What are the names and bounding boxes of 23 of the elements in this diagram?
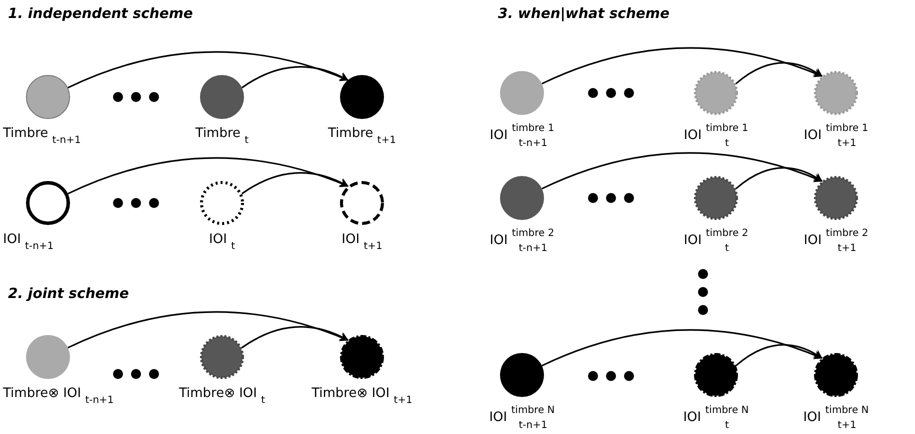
curved-arrow [242,66,349,88]
curved-arrow [735,167,823,190]
curved-arrow [242,326,349,348]
node-label: Timbre⊗ IOI $_{t+1}$ [310,387,414,406]
curved-arrow [542,47,823,84]
node-label: IOI $_{t-n+1}$ [3,233,55,252]
section-heading: 1. independent scheme [8,6,193,22]
curved-arrow [735,344,823,366]
section-heading: 2. joint scheme [8,286,129,302]
curved-arrow [68,157,349,194]
section-heading: 3. when|what scheme [498,6,670,22]
curved-arrow [735,62,823,84]
curved-arrow [542,329,823,366]
node-label: IOI $_{t+1}$ [340,233,384,252]
node-label: Timbre $_{t}$ [194,127,250,146]
node-label: Timbre $_{t+1}$ [327,127,397,146]
node-label: Timbre⊗ IOI $_{t}$ [178,387,266,406]
curved-arrow [68,311,349,348]
curved-arrow [542,152,823,190]
node-label: Timbre⊗ IOI $_{t-n+1}$ [3,387,115,406]
node-label: Timbre $_{t-n+1}$ [3,127,82,146]
node-label: IOI $_{t}$ [208,233,236,252]
curved-arrow [242,172,349,194]
